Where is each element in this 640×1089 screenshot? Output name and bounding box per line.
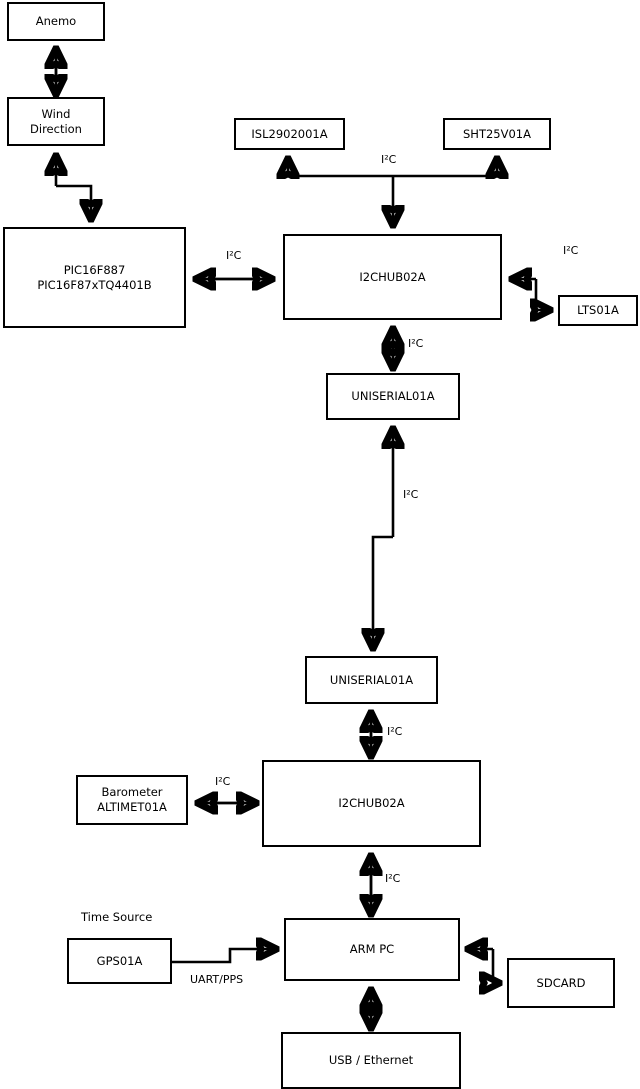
edge-label-i2c-pic-hub: I²C	[226, 249, 242, 262]
node-isl2902001a[interactable]: ISL2902001A	[234, 118, 345, 150]
connector-pic-winddir	[56, 156, 91, 219]
node-label: Barometer ALTIMET01A	[97, 785, 167, 814]
node-sdcard[interactable]: SDCARD	[507, 958, 615, 1008]
connector-i2chub-sensorbus	[288, 159, 497, 225]
node-i2chub02a-bottom[interactable]: I2CHUB02A	[262, 760, 481, 847]
node-lts01a[interactable]: LTS01A	[558, 295, 638, 326]
node-label: I2CHUB02A	[338, 796, 405, 810]
node-uniserial01a-lower[interactable]: UNISERIAL01A	[305, 656, 438, 704]
edge-label-i2c-barometer-hub: I²C	[215, 775, 231, 788]
connector-uniserial-link	[373, 429, 393, 648]
node-sht25v01a[interactable]: SHT25V01A	[443, 118, 551, 150]
edge-label-i2c-uniserial2-hub: I²C	[387, 725, 403, 738]
edge-label-i2c-hub-armpc: I²C	[385, 872, 401, 885]
node-label: ARM PC	[349, 942, 395, 956]
node-label: GPS01A	[96, 953, 143, 968]
node-arm-pc[interactable]: ARM PC	[284, 918, 460, 981]
node-uniserial01a-upper[interactable]: UNISERIAL01A	[326, 373, 460, 420]
connector-armpc-sdcard	[468, 949, 499, 983]
connector-gps-armpc	[172, 949, 276, 964]
node-label: LTS01A	[577, 303, 619, 317]
node-wind-direction[interactable]: Wind Direction	[7, 97, 105, 146]
node-i2chub02a-top[interactable]: I2CHUB02A	[283, 234, 502, 320]
edge-label-i2c-hub-uniserial: I²C	[408, 337, 424, 350]
edge-label-i2c-hub-lts: I²C	[563, 244, 579, 257]
node-label: USB / Ethernet	[328, 1053, 414, 1067]
node-label: Wind Direction	[30, 106, 82, 136]
node-label: I2CHUB02A	[359, 269, 426, 284]
node-label: Anemo	[35, 14, 77, 28]
edge-label-i2c-sensor-bus: I²C	[381, 153, 397, 166]
node-label: PIC16F887 PIC16F87xTQ4401B	[37, 262, 152, 292]
node-usb-ethernet[interactable]: USB / Ethernet	[281, 1032, 461, 1089]
node-label: SHT25V01A	[463, 126, 531, 141]
node-barometer-altimet01a[interactable]: Barometer ALTIMET01A	[76, 775, 188, 825]
node-label: UNISERIAL01A	[329, 672, 414, 687]
node-label: UNISERIAL01A	[351, 389, 435, 403]
node-label: SDCARD	[536, 975, 586, 990]
node-anemo[interactable]: Anemo	[7, 2, 105, 41]
connector-i2chub-lts	[512, 279, 550, 310]
node-label: ISL2902001A	[251, 126, 328, 141]
label-time-source: Time Source	[81, 910, 153, 924]
node-gps01a[interactable]: GPS01A	[67, 938, 172, 984]
edge-label-uart-pps: UART/PPS	[190, 973, 244, 986]
node-pic-mcu[interactable]: PIC16F887 PIC16F87xTQ4401B	[3, 227, 186, 328]
edge-label-i2c-uniserial-link: I²C	[403, 488, 419, 501]
